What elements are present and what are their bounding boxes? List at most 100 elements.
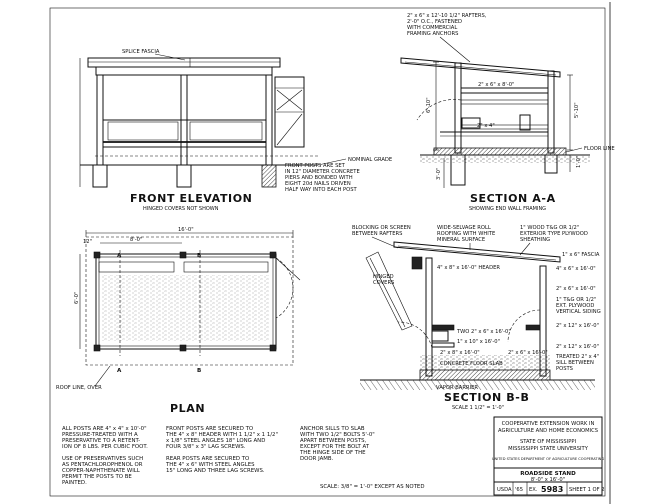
fascia-label: 1" x 6" FASCIA: [562, 252, 600, 258]
tb-line2: AGRICULTURE AND HOME ECONOMICS: [498, 428, 598, 434]
section-bb-scale: SCALE 1 1/2" = 1'-0": [452, 405, 504, 411]
section-aa-title: SECTION A-A: [470, 192, 556, 205]
splice-fascia-label: SPLICE FASCIA: [122, 49, 160, 55]
plan-title: PLAN: [170, 402, 205, 415]
svg-text:2" x 6" x 12'-10 1/2" RAFTERS,: 2" x 6" x 12'-10 1/2" RAFTERS,: [407, 13, 487, 19]
section-bb-view: [360, 241, 595, 390]
svg-text:VERTICAL SIDING: VERTICAL SIDING: [556, 309, 601, 315]
svg-text:EXCEPT FOR THE BOLT AT: EXCEPT FOR THE BOLT AT: [300, 444, 370, 450]
aa-dim-bottom-left: 3'-0": [436, 168, 442, 180]
front-elevation-view: [79, 57, 318, 188]
tb-drawing-size: 8'-0" x 16'-0": [531, 477, 565, 483]
plan-dim-edge: 12": [83, 239, 92, 245]
svg-text:THE 4" x 6" WITH STEEL ANGLES: THE 4" x 6" WITH STEEL ANGLES: [165, 462, 255, 468]
svg-text:TREATED 2" x 4": TREATED 2" x 4": [555, 354, 599, 360]
svg-text:AS PENTACHLOROPHENOL OR: AS PENTACHLOROPHENOL OR: [62, 462, 143, 468]
vapor-barrier-label: VAPOR BARRIER: [436, 385, 478, 391]
svg-text:IN 12" DIAMETER CONCRETE: IN 12" DIAMETER CONCRETE: [285, 169, 360, 175]
svg-text:POSTS: POSTS: [556, 366, 573, 372]
front-post-note: FRONT POSTS ARE SET IN 12" DIAMETER CONC…: [285, 163, 360, 193]
svg-text:2'-0" O.C., FASTENED: 2'-0" O.C., FASTENED: [407, 19, 462, 25]
notes-column-2: FRONT POSTS ARE SECURED TO THE 4" x 8" H…: [165, 426, 278, 474]
tb-ex: EX.: [529, 487, 538, 493]
bb-2x12b-label: 2" x 12" x 16'-0": [556, 344, 599, 350]
plan-view: [79, 230, 301, 366]
notes-column-3: ANCHOR SILLS TO SLAB WITH TWO 1/2" BOLTS…: [299, 426, 375, 462]
tb-line4: MISSISSIPPI STATE UNIVERSITY: [508, 446, 589, 452]
tb-line5: UNITED STATES DEPARTMENT OF AGRICULTURE …: [492, 457, 605, 461]
tb-number: 5983: [541, 485, 563, 494]
svg-text:PRESSURE-TREATED WITH A: PRESSURE-TREATED WITH A: [62, 432, 138, 438]
svg-text:COPPER-NAPHTHENATE WILL: COPPER-NAPHTHENATE WILL: [62, 468, 140, 474]
svg-text:WITH TWO 1/2" BOLTS 5'-0": WITH TWO 1/2" BOLTS 5'-0": [300, 432, 375, 438]
svg-text:FRONT POSTS ARE SECURED TO: FRONT POSTS ARE SECURED TO: [166, 426, 253, 432]
plan-dim-side: 6'-0": [74, 292, 80, 304]
svg-text:HALF WAY INTO EACH POST: HALF WAY INTO EACH POST: [285, 187, 358, 193]
svg-text:EXTERIOR TYPE PLYWOOD: EXTERIOR TYPE PLYWOOD: [520, 231, 588, 237]
bb-2x6-label: 2" x 6" x 16'-0": [556, 286, 596, 292]
front-elevation-title: FRONT ELEVATION: [130, 192, 253, 205]
svg-text:COVERS: COVERS: [373, 280, 394, 286]
plan-dim-seg: 8'-0": [130, 237, 142, 243]
roof-line-label: ROOF LINE, OVER: [56, 385, 102, 391]
sheet-border: [49, 7, 606, 497]
roof-line-leader: [94, 365, 111, 387]
svg-text:THE HINGE SIDE OF THE: THE HINGE SIDE OF THE: [299, 450, 366, 456]
tb-year: '65: [515, 487, 523, 493]
rafters-note: 2" x 6" x 12'-10 1/2" RAFTERS, 2'-0" O.C…: [407, 13, 487, 37]
tb-line1: COOPERATIVE EXTENSION WORK IN: [502, 421, 595, 427]
concrete-slab-label: CONCRETE FLOOR SLAB: [440, 361, 503, 367]
title-block: [493, 416, 603, 496]
splice-leader: [154, 53, 186, 61]
sheathing-note: 1" WOOD T&G OR 1/2" EXTERIOR TYPE PLYWOO…: [520, 225, 588, 243]
svg-text:PIERS AND BONDED WITH: PIERS AND BONDED WITH: [285, 175, 353, 181]
plan-dim-top: 16'-0": [178, 227, 194, 233]
header-label: 4" x 8" x 16'-0" HEADER: [437, 265, 500, 271]
tb-usda: USDA: [497, 487, 512, 493]
svg-text:1" T&G OR 1/2": 1" T&G OR 1/2": [556, 297, 596, 303]
svg-text:EIGHT 20d NAILS DRIVEN: EIGHT 20d NAILS DRIVEN: [285, 181, 351, 187]
aa-dim-right: 5'-10": [574, 102, 580, 118]
hinged-covers-note: HINGED COVERS: [373, 274, 394, 286]
svg-text:BLOCKING OR SCREEN: BLOCKING OR SCREEN: [352, 225, 411, 231]
svg-text:FRONT POSTS ARE SET: FRONT POSTS ARE SET: [285, 163, 346, 169]
aa-dim-left: 6'-10": [426, 97, 432, 113]
plan-marker-b-bottom: B: [197, 368, 201, 374]
svg-text:ALL POSTS ARE 4" x 4" x 10'-0": ALL POSTS ARE 4" x 4" x 10'-0": [62, 426, 147, 432]
svg-text:HINGED: HINGED: [373, 274, 394, 280]
blocking-note: BLOCKING OR SCREEN BETWEEN RAFTERS: [352, 225, 411, 237]
svg-text:EXT. PLYWOOD: EXT. PLYWOOD: [556, 303, 594, 309]
bb-2x8-label: 2" x 8" x 16'-0": [440, 350, 480, 356]
tb-drawing-name: ROADSIDE STAND: [520, 471, 576, 477]
siding-note: 1" T&G OR 1/2" EXT. PLYWOOD VERTICAL SID…: [556, 297, 601, 315]
svg-text:APART BETWEEN POSTS,: APART BETWEEN POSTS,: [300, 438, 367, 444]
svg-text:15" LONG AND THREE LAG SCREWS.: 15" LONG AND THREE LAG SCREWS.: [166, 468, 265, 474]
svg-text:WIDE-SELVAGE ROLL: WIDE-SELVAGE ROLL: [437, 225, 491, 231]
floor-line-label: FLOOR LINE: [584, 146, 615, 152]
svg-text:FOUR 3/8" x 3" LAG SCREWS.: FOUR 3/8" x 3" LAG SCREWS.: [166, 444, 246, 450]
svg-text:DOOR JAMB.: DOOR JAMB.: [300, 456, 334, 462]
svg-text:1" WOOD T&G OR 1/2": 1" WOOD T&G OR 1/2": [520, 225, 579, 231]
notes-column-1: ALL POSTS ARE 4" x 4" x 10'-0" PRESSURE-…: [62, 426, 148, 486]
svg-text:REAR POSTS ARE SECURED TO: REAR POSTS ARE SECURED TO: [166, 456, 249, 462]
floor-line-leader: [565, 147, 583, 153]
bb-2x12-label: 2" x 12" x 16'-0": [556, 323, 599, 329]
plan-marker-a-bottom: A: [117, 368, 122, 374]
svg-text:ION OF 8 LBS. PER CUBIC FOOT.: ION OF 8 LBS. PER CUBIC FOOT.: [62, 444, 148, 450]
svg-text:SILL BETWEEN: SILL BETWEEN: [556, 360, 594, 366]
svg-text:BETWEEN RAFTERS: BETWEEN RAFTERS: [352, 231, 402, 237]
nominal-grade-label: NOMINAL GRADE: [348, 157, 392, 163]
svg-text:WITH COMMERCIAL: WITH COMMERCIAL: [407, 25, 457, 31]
grade-leader: [317, 158, 347, 166]
roll-roofing-note: WIDE-SELVAGE ROLL ROOFING WITH WHITE MIN…: [437, 225, 495, 243]
aa-2x4-label: 2" x 4": [477, 123, 495, 129]
svg-text:PAINTED.: PAINTED.: [62, 480, 87, 486]
svg-text:ROOFING WITH WHITE: ROOFING WITH WHITE: [437, 231, 495, 237]
sheet-scale-note: SCALE: 3/8" = 1'-0" EXCEPT AS NOTED: [320, 484, 424, 490]
tb-sheet: SHEET 1 OF 2: [569, 487, 605, 493]
svg-text:PRESERVATIVE TO A RETENT-: PRESERVATIVE TO A RETENT-: [62, 438, 140, 444]
bb-2x6b-label: 2" x 6" x 16'-0": [508, 350, 548, 356]
rafters-leader: [439, 36, 471, 63]
section-aa-subtitle: SHOWING END WALL FRAMING: [469, 206, 546, 212]
